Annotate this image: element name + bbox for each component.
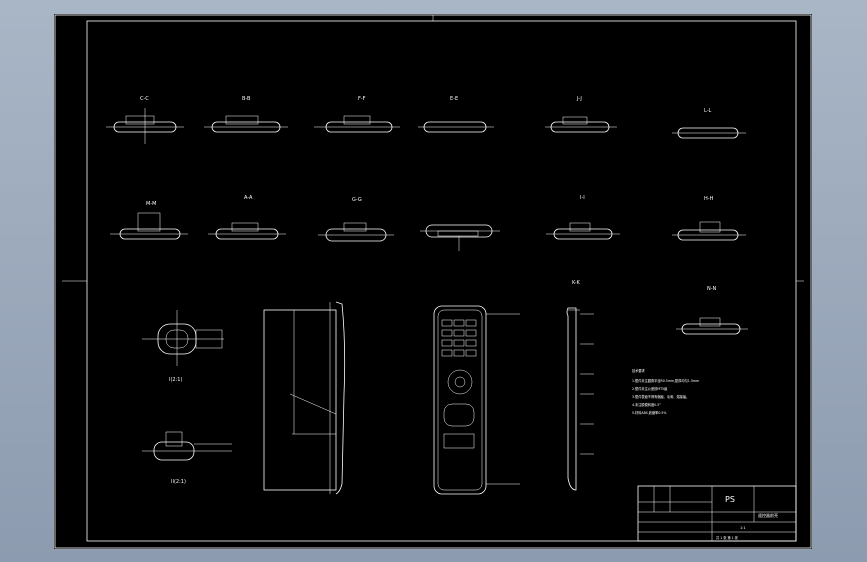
section-label: J-J <box>576 96 582 102</box>
section-j: J-J <box>545 96 617 133</box>
section-h: H-H <box>672 196 746 241</box>
section-row-1: C-C B-B F-F E-E J-J L-L <box>106 96 746 144</box>
front-view-remote <box>433 305 520 495</box>
scale: 1:1 <box>740 526 746 530</box>
section-label: E-E <box>450 96 458 102</box>
section-label: C-C <box>140 96 149 102</box>
section-label: H-H <box>704 196 714 202</box>
part-name: 遥控器前壳 <box>758 512 778 518</box>
section-c: C-C <box>106 96 184 144</box>
drawing-code: PS <box>725 495 735 504</box>
section-l: L-L <box>672 108 746 139</box>
section-a: A-A <box>208 195 286 240</box>
section-k: K-K <box>566 280 594 491</box>
detail-view-1: I(2:1) <box>142 310 224 383</box>
section-e: E-E <box>418 96 494 133</box>
note-item: 1.塑件未注圆角半径R0.5mm,壁厚均匀1.5mm <box>632 378 699 383</box>
section-label: M-M <box>146 201 156 207</box>
section-g: G-G <box>318 197 394 242</box>
detail-label: II(2:1) <box>171 479 186 485</box>
section-label: G-G <box>352 197 362 203</box>
inner-border <box>86 20 797 542</box>
technical-notes: 技术要求 1.塑件未注圆角半径R0.5mm,壁厚均匀1.5mm 2.塑件未注公差… <box>632 368 699 415</box>
detail-view-2: II(2:1) <box>142 431 232 485</box>
section-f: F-F <box>314 96 400 133</box>
section-b: B-B <box>204 96 288 133</box>
cad-drawing: C-C B-B F-F E-E J-J L-L <box>54 14 812 549</box>
side-view <box>263 301 346 495</box>
title-block: PS 遥控器前壳 1:1 共 1 张 第 1 张 <box>637 485 797 542</box>
note-item: 4.未注脱模斜度0.5° <box>632 402 661 407</box>
sheet-count: 共 1 张 第 1 张 <box>716 535 739 540</box>
note-item: 2.塑件未注公差按MT5级 <box>632 386 668 391</box>
section-label: F-F <box>358 96 366 102</box>
section-label: L-L <box>704 108 712 114</box>
outer-border <box>54 14 812 549</box>
section-label: N-N <box>707 286 717 292</box>
section-label: B-B <box>242 96 251 102</box>
section-i: I-I <box>546 195 620 240</box>
section-n: N-N <box>676 286 748 335</box>
detail-label: I(2:1) <box>169 377 182 383</box>
section-row-2: M-M A-A G-G I-I <box>110 195 746 251</box>
drawing-sheet: C-C B-B F-F E-E J-J L-L <box>54 14 812 549</box>
notes-title: 技术要求 <box>632 368 646 373</box>
section-label: K-K <box>572 280 581 286</box>
note-item: 5.材料ABS,收缩率0.5% <box>632 410 666 415</box>
note-item: 3.塑件表面不得有缩痕、毛刺、熔接痕。 <box>632 394 689 399</box>
section-label: A-A <box>244 195 253 201</box>
section-unlabeled <box>420 224 500 251</box>
section-label: I-I <box>580 195 585 201</box>
section-m: M-M <box>110 201 188 240</box>
